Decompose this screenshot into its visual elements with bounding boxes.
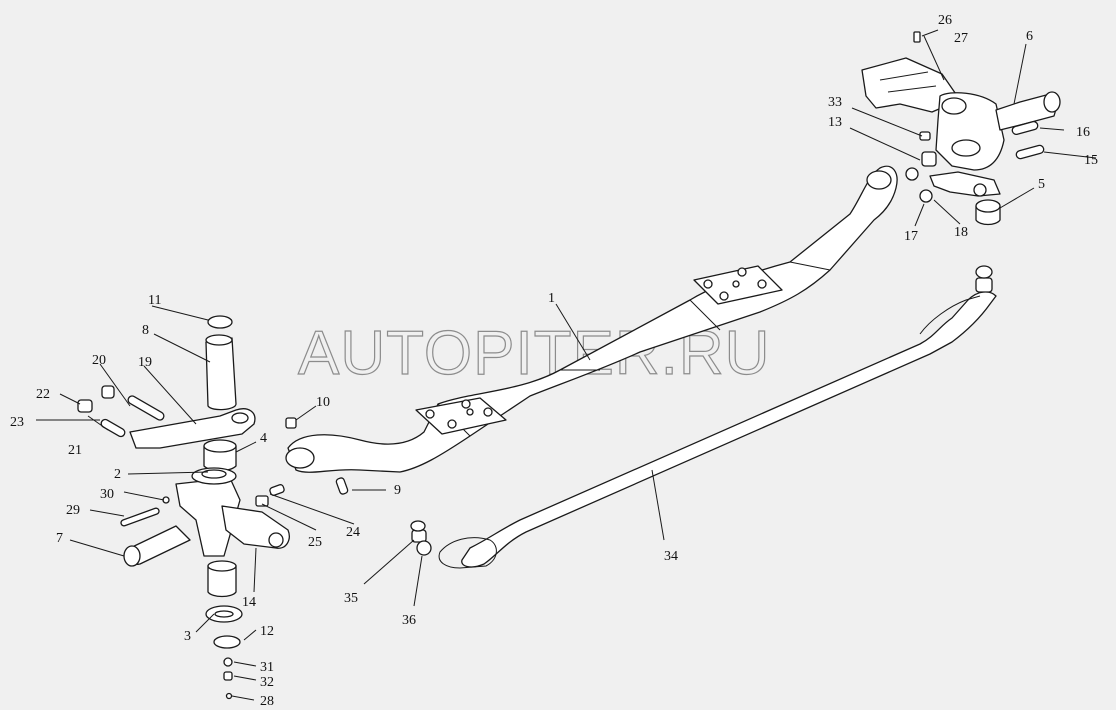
callout-30: 30	[100, 487, 114, 502]
callout-9: 9	[394, 483, 401, 498]
callout-29: 29	[66, 503, 80, 518]
callout-15: 15	[1084, 153, 1098, 168]
callout-numbers: 1 2 3 4 5 6 7 8 9 10 11 12 13 14 15 16 1…	[10, 13, 1098, 709]
callout-25: 25	[308, 535, 322, 550]
callout-18: 18	[954, 225, 968, 240]
leader-lines	[36, 29, 1097, 701]
left-knuckle-group	[77, 315, 349, 700]
callout-5: 5	[1038, 177, 1045, 192]
callout-6: 6	[1026, 29, 1033, 44]
callout-32: 32	[260, 675, 274, 690]
callout-27: 27	[954, 31, 968, 46]
spring-pad-rear	[415, 397, 507, 435]
callout-17: 17	[904, 229, 918, 244]
callout-12: 12	[260, 624, 274, 639]
callout-4: 4	[260, 431, 267, 446]
callout-1: 1	[548, 291, 555, 306]
callout-20: 20	[92, 353, 106, 368]
callout-23: 23	[10, 415, 24, 430]
axle-beam	[285, 165, 898, 473]
tie-rod	[410, 265, 997, 569]
callout-2: 2	[114, 467, 121, 482]
callout-22: 22	[36, 387, 50, 402]
right-knuckle-group	[861, 31, 1061, 226]
spring-pad-front	[693, 265, 783, 305]
callout-16: 16	[1076, 125, 1090, 140]
callout-13: 13	[828, 115, 842, 130]
callout-3: 3	[184, 629, 191, 644]
callout-14: 14	[242, 595, 256, 610]
callout-31: 31	[260, 660, 274, 675]
callout-26: 26	[938, 13, 952, 28]
callout-21: 21	[68, 443, 82, 458]
callout-36: 36	[402, 613, 416, 628]
callout-11: 11	[148, 293, 161, 308]
callout-28: 28	[260, 694, 274, 709]
callout-19: 19	[138, 355, 152, 370]
callout-24: 24	[346, 525, 360, 540]
callout-8: 8	[142, 323, 149, 338]
callout-35: 35	[344, 591, 358, 606]
callout-7: 7	[56, 531, 63, 546]
callout-33: 33	[828, 95, 842, 110]
callout-34: 34	[664, 549, 678, 564]
callout-10: 10	[316, 395, 330, 410]
